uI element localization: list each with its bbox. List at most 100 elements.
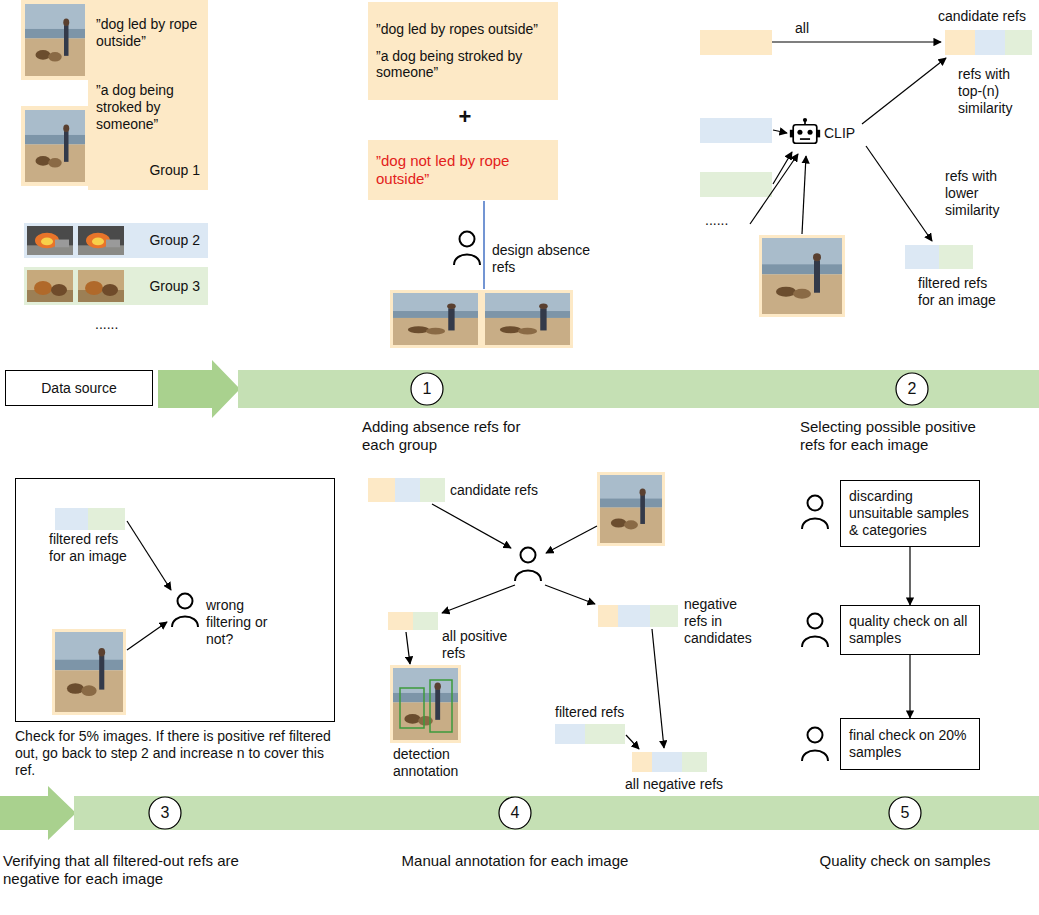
step3-figure bbox=[52, 629, 126, 715]
node-text: wrong filtering or not? bbox=[206, 597, 276, 647]
step4-figure bbox=[442, 585, 515, 613]
label-text: detection annotation bbox=[393, 746, 473, 780]
node-text: filtered refs for an image bbox=[49, 531, 129, 565]
step2-figure bbox=[773, 130, 787, 133]
step2-figure bbox=[750, 154, 798, 224]
step-circle: 5 bbox=[888, 796, 922, 830]
node-text: ”dog not led by rope outside” bbox=[376, 152, 550, 188]
group-box: ”dog led by rope outside” ”a dog being st… bbox=[88, 0, 208, 190]
label-text: candidate refs bbox=[930, 8, 1034, 25]
group-photos bbox=[27, 226, 73, 255]
step4-figure bbox=[400, 688, 424, 728]
step2-figure bbox=[759, 235, 845, 317]
step-circle: 2 bbox=[895, 372, 929, 406]
step4-figure bbox=[632, 752, 652, 772]
step4-figure bbox=[682, 752, 707, 772]
label-text: refs with top-(n) similarity bbox=[958, 66, 1036, 116]
label-text: CLIP bbox=[824, 125, 864, 142]
node-text: discarding unsuitable samples & categori… bbox=[849, 488, 971, 538]
circle-outline bbox=[411, 373, 443, 405]
step3-figure bbox=[55, 632, 123, 712]
circle-outline bbox=[149, 797, 181, 829]
step3-figure bbox=[172, 594, 198, 628]
step4-figure bbox=[388, 612, 413, 630]
step2-figure bbox=[700, 118, 772, 143]
group-photos bbox=[24, 223, 128, 258]
node-text: Group 1 bbox=[126, 162, 200, 179]
flow-arrow bbox=[909, 547, 910, 605]
step4-figure bbox=[393, 668, 458, 740]
step4-figure bbox=[432, 504, 511, 548]
step-circle: 4 bbox=[498, 796, 532, 830]
label-text: design absence refs bbox=[492, 242, 602, 276]
step1-figure bbox=[483, 201, 485, 289]
check-box: filtered refs for an image wrong filterin… bbox=[15, 478, 335, 722]
step2-figure bbox=[762, 238, 842, 314]
step1-figure bbox=[485, 293, 570, 345]
node-text: Data source bbox=[14, 380, 144, 397]
node-text: ”a dog being stroked by someone” bbox=[376, 48, 550, 82]
process-band bbox=[0, 786, 76, 840]
group-photos bbox=[25, 4, 85, 76]
step2-figure bbox=[939, 245, 973, 269]
label-text: candidate refs bbox=[450, 482, 550, 499]
node-text: ”a dog being stroked by someone” bbox=[96, 82, 204, 132]
step4-figure bbox=[390, 665, 461, 743]
node-text: ”dog led by ropes outside” bbox=[376, 21, 550, 38]
label-text: Selecting possible positive refs for eac… bbox=[800, 418, 1000, 454]
step2-figure bbox=[866, 146, 932, 241]
process-box: discarding unsuitable samples & categori… bbox=[840, 480, 980, 547]
node-text: quality check on all samples bbox=[849, 613, 971, 647]
group-photos bbox=[78, 270, 124, 302]
step4-figure bbox=[597, 472, 665, 546]
node-text: ”dog led by rope outside” bbox=[96, 16, 204, 50]
step4-figure bbox=[652, 629, 664, 748]
step4-figure bbox=[430, 680, 452, 732]
ref-box: ”dog led by ropes outside” ”a dog being s… bbox=[368, 2, 558, 100]
label-text: refs with lower similarity bbox=[945, 168, 1025, 218]
label-text: Quality check on samples bbox=[805, 852, 1005, 870]
circle-outline bbox=[896, 373, 928, 405]
step3-figure bbox=[55, 508, 88, 530]
step4-figure bbox=[413, 612, 438, 630]
step-number: 4 bbox=[511, 803, 520, 822]
circle-outline bbox=[499, 797, 531, 829]
step3-figure bbox=[127, 521, 171, 590]
group-box: Group 2 bbox=[128, 223, 208, 258]
group-photos bbox=[21, 0, 89, 80]
node-text: Group 3 bbox=[136, 278, 200, 295]
step4-figure bbox=[515, 548, 541, 582]
step5-figure bbox=[802, 614, 828, 648]
step1-figure bbox=[390, 201, 573, 348]
source-box: Data source bbox=[5, 370, 153, 406]
step4-figure bbox=[406, 632, 410, 664]
step2-figure bbox=[700, 30, 772, 55]
step-number: 1 bbox=[423, 379, 432, 398]
group-box: Group 3 bbox=[128, 267, 208, 305]
process-band bbox=[74, 796, 1039, 830]
label-text: ...... bbox=[705, 212, 755, 229]
step-number: 5 bbox=[901, 803, 910, 822]
group-photos bbox=[25, 110, 85, 182]
step1-figure bbox=[454, 232, 480, 266]
step4-figure bbox=[598, 605, 618, 627]
step-circle: 3 bbox=[148, 796, 182, 830]
step4-figure bbox=[652, 752, 682, 772]
label-text: negative refs in candidates bbox=[684, 596, 756, 646]
process-band bbox=[158, 360, 240, 418]
process-band bbox=[0, 360, 1039, 840]
group-photos bbox=[24, 267, 128, 305]
step2-figure bbox=[862, 58, 946, 124]
label-text: all bbox=[795, 20, 835, 37]
label-text: Manual annotation for each image bbox=[395, 852, 635, 870]
process-box: final check on 20% samples bbox=[840, 718, 980, 770]
step4-figure bbox=[420, 478, 445, 502]
step2-figure bbox=[700, 172, 772, 197]
node-text: final check on 20% samples bbox=[849, 727, 971, 761]
label-text: Adding absence refs for each group bbox=[362, 418, 552, 454]
step4-figure bbox=[555, 724, 585, 744]
step2-figure bbox=[905, 245, 939, 269]
step4-figure bbox=[545, 585, 595, 604]
group-photos bbox=[21, 106, 89, 186]
